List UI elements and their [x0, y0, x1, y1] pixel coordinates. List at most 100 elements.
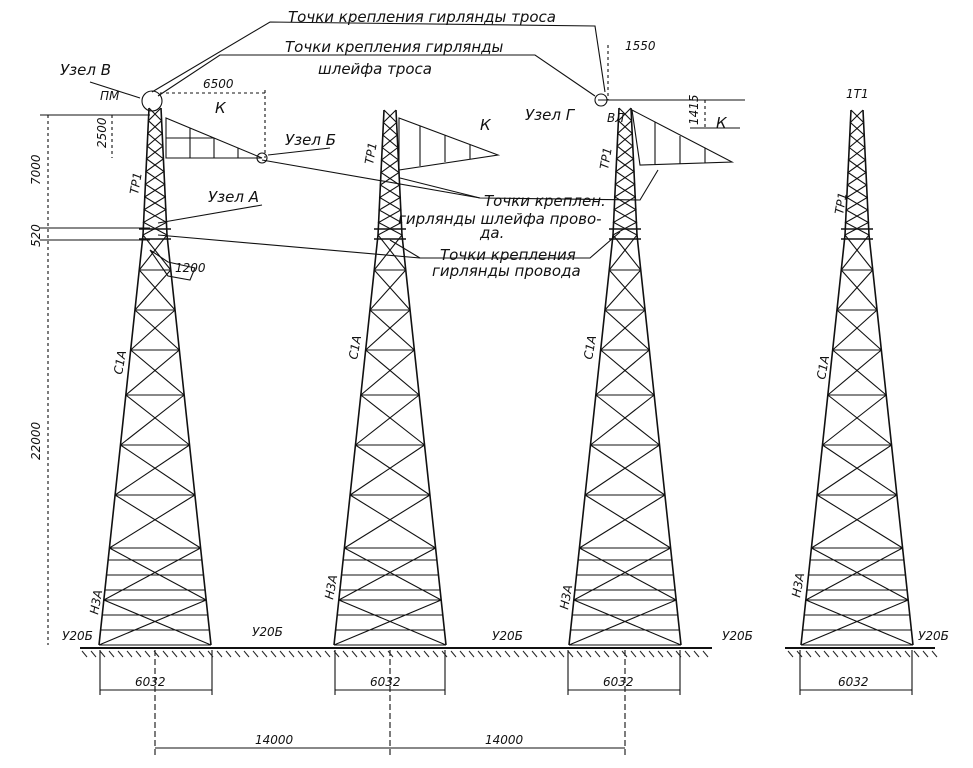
tower-3-brace [604, 269, 642, 311]
ground-hatch [477, 650, 484, 658]
tower-1-brace [109, 494, 196, 549]
tower-3-upper-lattice-b [612, 107, 638, 236]
node-b-marker [256, 152, 268, 164]
tower-4-brace [805, 547, 903, 601]
section-bot-3: Н3А [557, 584, 575, 611]
label-loop-wire-3: да. [479, 224, 504, 242]
tower-4-brace [836, 269, 874, 311]
tower-2-brace [365, 309, 411, 351]
ground-hatch [405, 650, 412, 658]
ground-hatch [675, 650, 682, 658]
tower-3-brace [573, 547, 671, 601]
tower-1-brace [130, 309, 176, 351]
tower-4-brace [836, 309, 882, 351]
section-mid-1: С1А [111, 349, 129, 375]
ground-hatch [207, 650, 214, 658]
ground-hatch [135, 650, 142, 658]
ground-hatch [396, 650, 403, 658]
tower-3-brace [595, 349, 650, 396]
leader-shield-attach [151, 21, 606, 93]
ground-hatch [567, 650, 574, 658]
tower-1-brace [114, 444, 190, 496]
tower-3-brace [584, 494, 671, 549]
ground-hatch [522, 650, 529, 658]
section-mid-2: С1А [346, 334, 364, 360]
tower-1-upper-lattice [142, 107, 168, 236]
tower-1-brace [120, 394, 185, 446]
crossarm-tower-2 [398, 117, 501, 171]
tower-1-brace [98, 599, 207, 646]
ground-hatch [441, 650, 448, 658]
ground-hatch [369, 650, 376, 658]
ground-hatch [423, 650, 430, 658]
ground-hatch [459, 650, 466, 658]
ground-hatch [126, 650, 133, 658]
tower-2-brace [333, 599, 442, 646]
ground-hatch [162, 650, 169, 658]
tower-4-brace [811, 494, 898, 549]
leader-node-a [157, 204, 263, 224]
dim-cross-h-text: 2500 [95, 117, 109, 148]
section-mid-3: С1А [581, 334, 599, 360]
ground-hatch [234, 650, 241, 658]
tower-1-brace [138, 269, 176, 311]
tower-4-brace [840, 269, 878, 311]
ground-hatch [216, 650, 223, 658]
ground-hatch [832, 650, 839, 658]
ground-hatch [540, 650, 547, 658]
ground-hatch [886, 650, 893, 658]
tower-2-brace [349, 494, 436, 549]
ground-hatch [904, 650, 911, 658]
tower-1-brace [109, 547, 207, 601]
ground-hatch [558, 650, 565, 658]
ground-hatch [153, 650, 160, 658]
tower-3-brace [573, 599, 682, 646]
tower-2-brace [360, 349, 415, 396]
ground-hatch [261, 650, 268, 658]
dim-span-1: 14000 [255, 733, 294, 747]
dim-base-3: 6032 [603, 675, 634, 689]
ground-hatch [630, 650, 637, 658]
dim-h-main: 22000 [29, 421, 43, 460]
section-bot-2: Н3А [322, 574, 340, 601]
label-k3: К [716, 114, 728, 132]
ground-hatch [270, 650, 277, 658]
label-wire-attach-1: Точки крепления [440, 246, 576, 264]
tower-4-brace [840, 234, 870, 271]
tower-3-brace [612, 234, 642, 271]
tower-2-brace [360, 394, 425, 446]
ground-hatch [486, 650, 493, 658]
ground-hatch [360, 650, 367, 658]
tower-1-brace [103, 547, 201, 601]
ground-hatch [576, 650, 583, 658]
leader-node-v [89, 81, 141, 99]
ground-hatch [189, 650, 196, 658]
node-v-marker [141, 90, 163, 112]
label-top4: 1Т1 [846, 87, 869, 101]
tower-1-brace [130, 349, 185, 396]
annotation-lines [40, 21, 935, 755]
ground-hatch [81, 650, 88, 658]
tower-4-brace [832, 349, 887, 396]
ground-hatch [387, 650, 394, 658]
tower-3-brace [584, 444, 660, 496]
ground-hatch [99, 650, 106, 658]
tower-3-brace [608, 234, 638, 271]
tower-4 [800, 109, 914, 646]
label-k2: К [480, 116, 492, 134]
tower-3-brace [590, 444, 666, 496]
ground-hatch [895, 650, 902, 658]
label-shield-attach: Точки крепления гирлянды троса [288, 8, 556, 26]
tower-2-brace [365, 349, 420, 396]
ground-hatch [603, 650, 610, 658]
section-mid-4: С1А [814, 354, 832, 380]
tower-2-brace [344, 494, 431, 549]
tower-4-brace [816, 444, 892, 496]
tower-4-brace [844, 234, 874, 271]
ground-hatch [922, 650, 929, 658]
ground-hatch [306, 650, 313, 658]
tower-3-brace [568, 599, 677, 646]
tower-1-brace [120, 444, 196, 496]
tower-4-brace [832, 309, 878, 351]
label-foundation-3: У20Б [492, 629, 523, 643]
